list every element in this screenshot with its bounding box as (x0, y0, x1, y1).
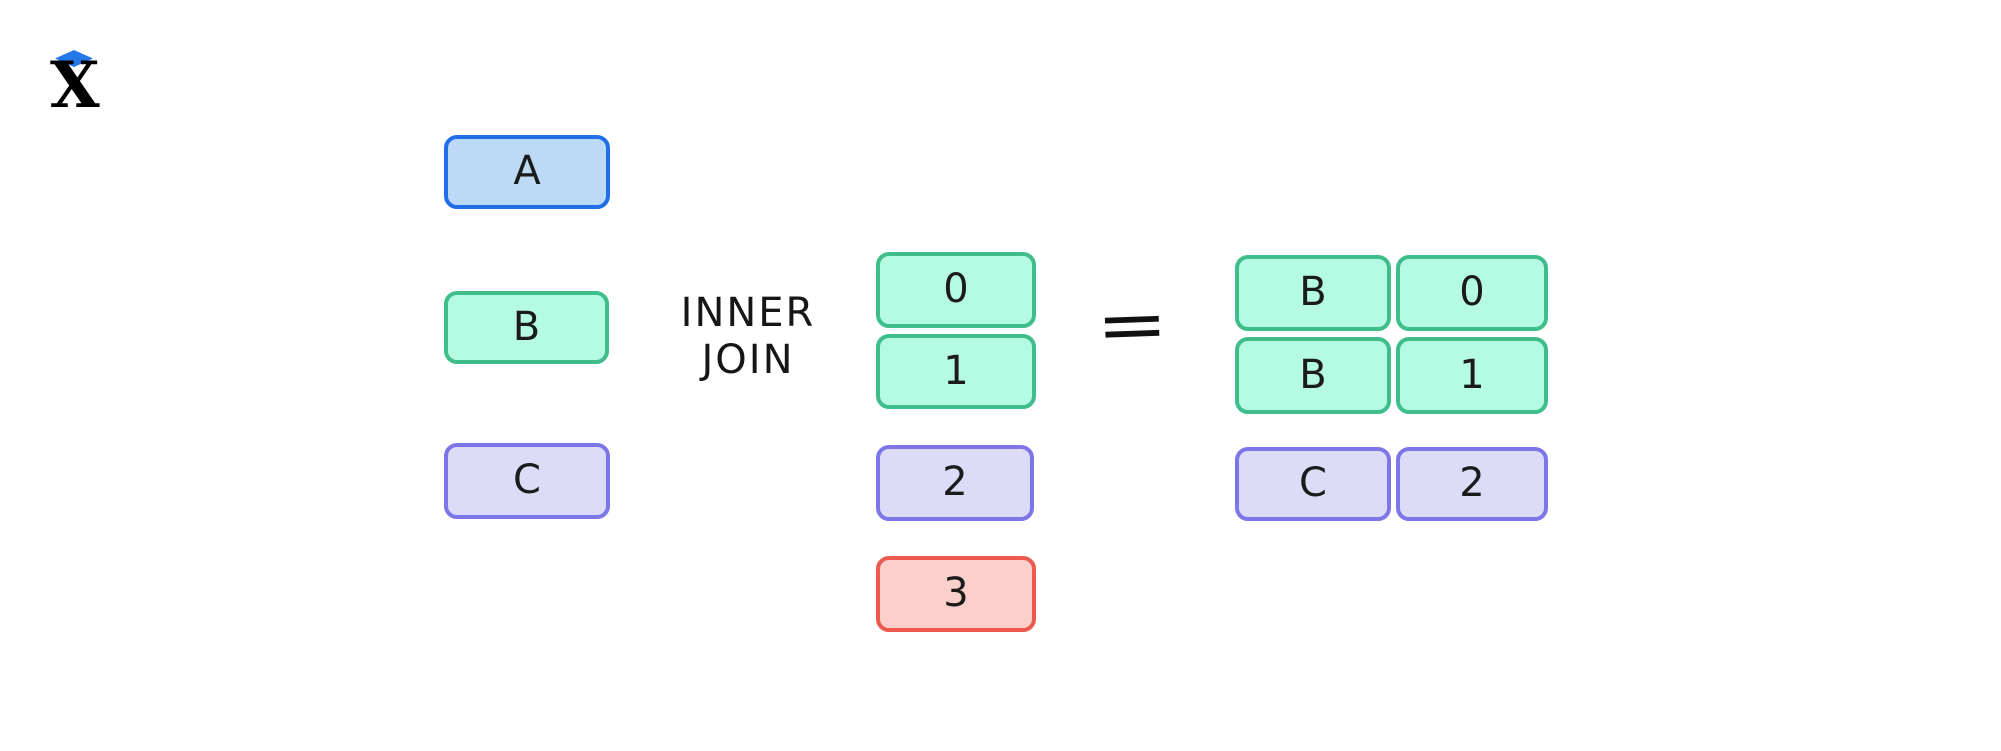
result-row1-value-cell: 0 (1396, 255, 1548, 331)
inner-join-line2: JOIN (701, 337, 795, 383)
result-row3-value-cell: 2 (1396, 447, 1548, 521)
logo-x-letter: X (50, 48, 100, 123)
result-row2-key-cell: B (1235, 337, 1391, 414)
result-row2-value-cell: 1 (1396, 337, 1548, 414)
right-table-key-1: 1 (876, 334, 1036, 409)
left-table-key-b: B (444, 291, 609, 364)
box-label: 1 (943, 347, 969, 394)
box-label: A (513, 148, 541, 194)
box-label: 0 (943, 266, 969, 312)
box-label: B (512, 303, 541, 350)
left-table-key-c: C (444, 443, 610, 519)
box-label: 2 (942, 459, 968, 505)
left-table-key-a: A (444, 135, 610, 209)
result-row3-key-cell: C (1235, 447, 1391, 521)
inner-join-label: INNER JOIN (640, 290, 856, 384)
right-table-key-3: 3 (876, 556, 1036, 632)
box-label: 1 (1459, 351, 1485, 398)
app-logo: X (48, 46, 104, 124)
result-row1-key-cell: B (1235, 255, 1391, 331)
box-label: C (1299, 460, 1327, 506)
right-table-key-2: 2 (876, 445, 1034, 521)
box-label: C (513, 457, 541, 503)
box-label: B (1299, 351, 1327, 398)
box-label: 2 (1459, 460, 1485, 506)
box-label: 0 (1459, 269, 1485, 315)
equals-sign: = (1094, 282, 1170, 368)
inner-join-line1: INNER (680, 290, 816, 336)
box-label: B (1299, 269, 1327, 315)
box-label: 3 (943, 570, 969, 616)
logo-diamond-icon (55, 50, 93, 67)
right-table-key-0: 0 (876, 252, 1036, 328)
